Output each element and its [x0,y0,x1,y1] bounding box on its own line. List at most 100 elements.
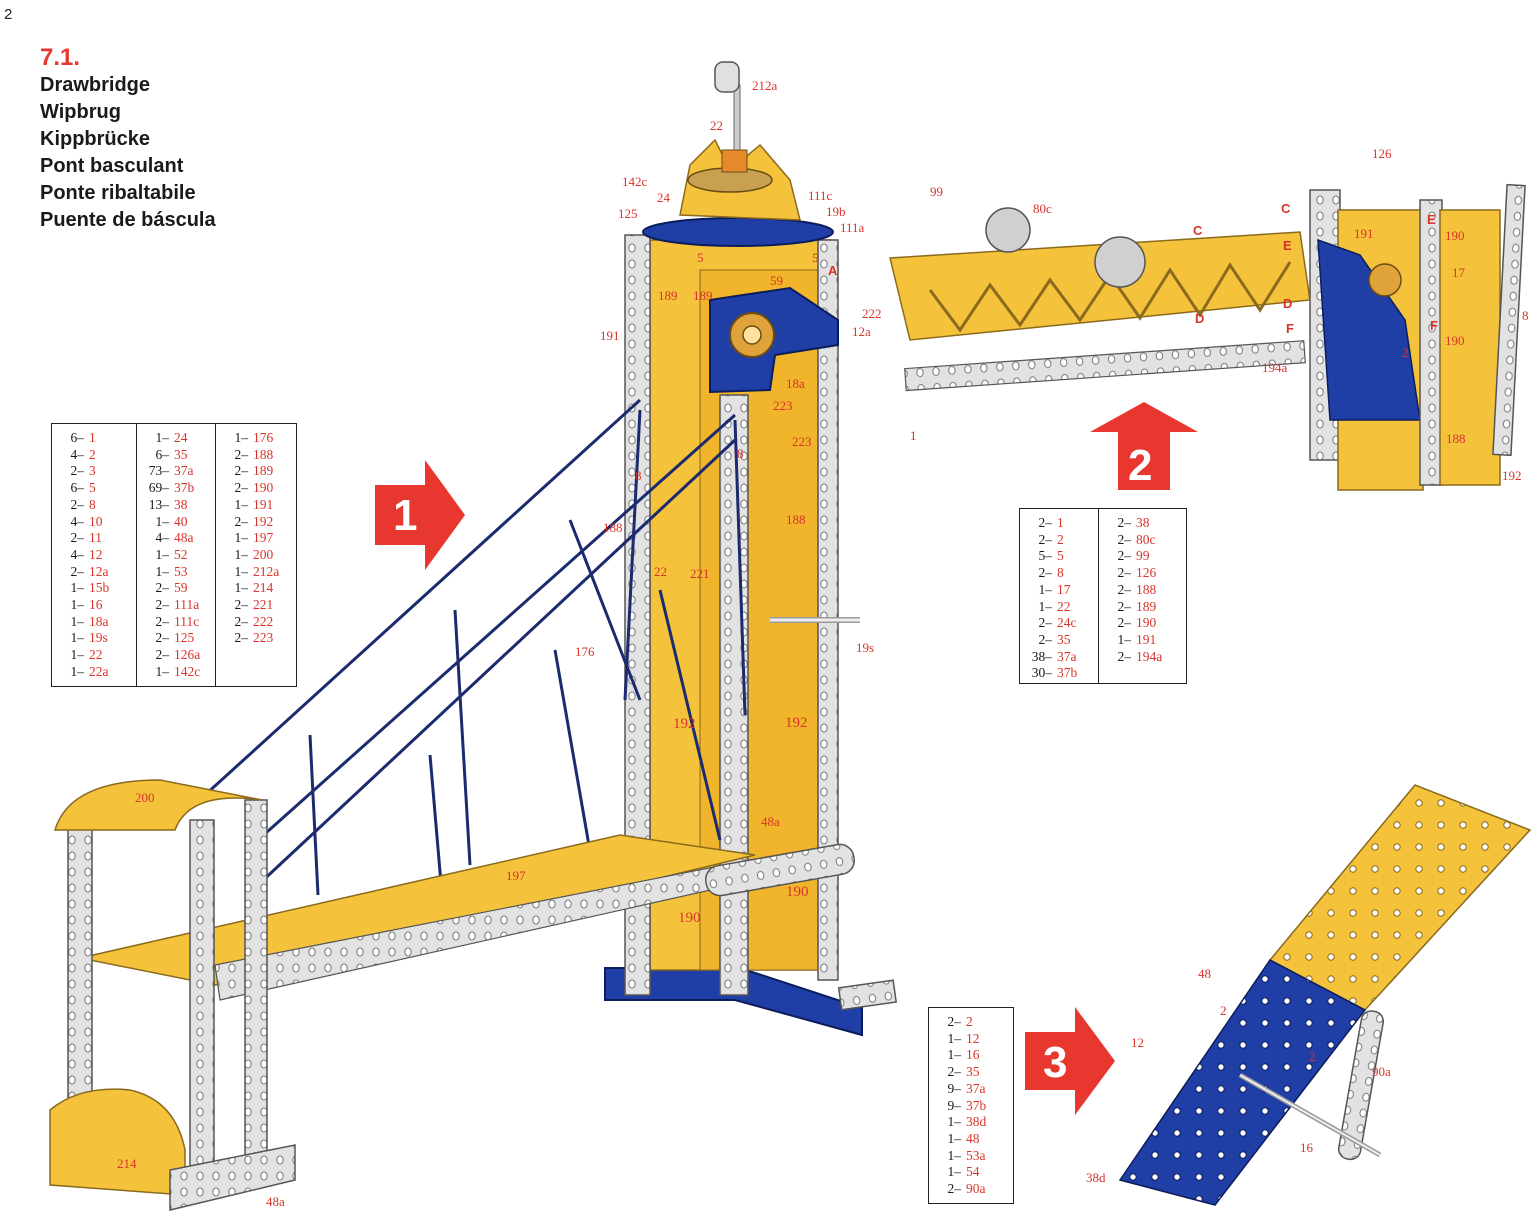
part-quantity: 2– [1038,565,1053,581]
callout-223a: 223 [773,398,793,413]
arrow-right-icon [1025,1007,1115,1115]
callout-16: 16 [1300,1140,1314,1155]
parts-row: 9–37b [935,1098,1005,1115]
part-number: 10 [89,513,103,529]
parts-row: 2–2 [1026,532,1092,549]
part-number: 37a [1057,648,1077,664]
parts-row: 2–126 [1105,565,1177,582]
part-number: 8 [1057,565,1064,581]
step-2-arrow: 2 [1090,402,1198,490]
part-number: 192 [253,513,274,529]
callout-E-jib: E [1283,238,1292,253]
parts-row: 2–3 [58,463,130,480]
callout-12: 12 [1131,1035,1144,1050]
part-number: 37b [966,1097,987,1113]
parts-row: 1–214 [222,580,288,597]
parts-row: 1–53a [935,1148,1005,1165]
model-title-block: 7.1. Drawbridge Wipbrug Kippbrücke Pont … [40,44,216,234]
parts-row: 1–16 [58,597,130,614]
parts-row: 1–18a [58,614,130,631]
callout-176: 176 [575,644,595,659]
callout-192-box: 192 [1502,468,1522,483]
callout-12a: 12a [852,324,871,339]
step-3-number: 3 [1043,1038,1067,1087]
part-number: 80c [1136,531,1156,547]
parts-row: 73–37a [143,463,209,480]
part-number: 24c [1057,615,1077,631]
part-number: 35 [1057,631,1071,647]
parts-row: 1–38d [935,1114,1005,1131]
callout-19b: 19b [826,204,846,219]
part-quantity: 1– [234,530,249,546]
parts-row: 2–99 [1105,548,1177,565]
part-number: 214 [253,580,274,596]
part-quantity: 4– [155,530,170,546]
part-number: 90a [966,1181,986,1197]
arrow-up-icon [1090,402,1198,490]
part-quantity: 6– [70,430,85,445]
parts-row: 2–126a [143,647,209,664]
part-number: 142c [174,663,201,679]
callout-190b: 190 [678,910,701,926]
part-quantity: 1– [947,1130,962,1146]
part-quantity: 1– [1038,598,1053,614]
parts-row: 1–24 [143,430,209,447]
callout-188b: 188 [603,520,623,535]
part-quantity: 1– [155,430,170,445]
part-number: 37b [1057,665,1078,681]
part-number: 54 [966,1164,980,1180]
part-quantity: 69– [148,480,169,496]
callout-8-box: 8 [1522,308,1529,323]
part-number: 194a [1136,648,1163,664]
part-quantity: 2– [234,446,249,462]
parts-row: 1–12 [935,1031,1005,1048]
parts-row: 2–111c [143,614,209,631]
part-number: 125 [174,630,195,646]
part-quantity: 2– [70,563,85,579]
parts-row: 1–142c [143,664,209,681]
part-number: 197 [253,530,274,546]
part-number: 5 [89,480,96,496]
part-number: 37b [174,480,195,496]
part-quantity: 5– [1038,548,1053,564]
step3-ramp-assembly [1118,784,1532,1206]
part-quantity: 1– [234,430,249,445]
bridge-callouts: 200 197 214 48a [117,790,526,1209]
callout-D-jib: D [1195,311,1204,326]
part-quantity: 2– [1117,598,1132,614]
step3-callouts: 48 12 2 2 90a 16 38d [1086,966,1391,1185]
part-quantity: 1– [70,580,85,596]
part-number: 40 [174,513,188,529]
part-number: 221 [253,597,274,613]
callout-197: 197 [506,868,526,883]
parts-row: 2–111a [143,597,209,614]
part-quantity: 1– [155,663,170,679]
parts-row: 2–125 [143,630,209,647]
callout-59: 59 [770,273,783,288]
part-number: 126 [1136,565,1157,581]
parts-row: 2–80c [1105,532,1177,549]
callout-223b: 223 [792,434,812,449]
model-name-de: Kippbrücke [40,128,151,150]
parts-row: 2–189 [222,463,288,480]
part-number: 3 [89,463,96,479]
callout-142c: 142c [622,174,648,189]
part-quantity: 2– [947,1064,962,1080]
part-number: 5 [1057,548,1064,564]
part-number: 48 [966,1130,980,1146]
part-quantity: 2– [1038,631,1053,647]
step2-callouts: 99 80c C C 126 191 E 190 17 A D D E F F … [828,146,1529,483]
parts-row: 1–52 [143,547,209,564]
parts-row: 38–37a [1026,649,1092,666]
part-number: 191 [253,496,274,512]
parts-row: 2–11 [58,530,130,547]
part-number: 188 [1136,581,1157,597]
callout-1-jib: 1 [910,428,917,443]
part-number: 53a [966,1147,986,1163]
callout-192a: 192 [673,716,696,732]
part-quantity: 2– [1117,548,1132,564]
callout-222: 222 [862,306,882,321]
callout-188a: 188 [786,512,806,527]
part-quantity: 1– [1117,631,1132,647]
part-quantity: 2– [234,463,249,479]
